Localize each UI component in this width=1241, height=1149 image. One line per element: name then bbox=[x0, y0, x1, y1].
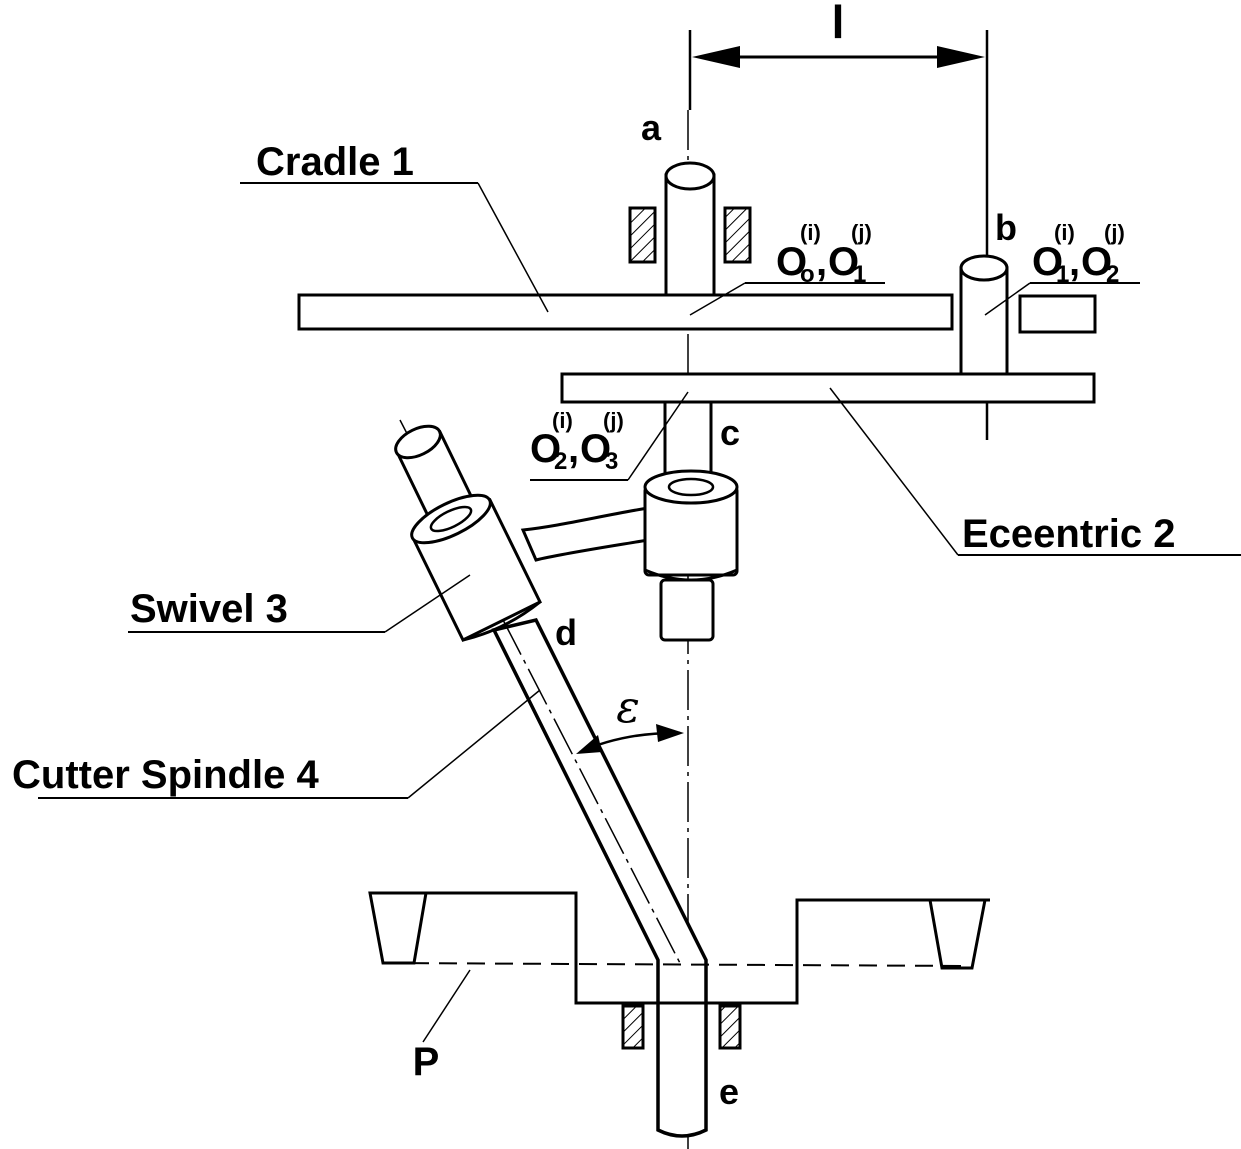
bearing-e-right bbox=[718, 1004, 742, 1050]
svg-text:(i): (i) bbox=[1054, 220, 1075, 245]
point-o2-o3: O 2 (i) , O 3 (j) bbox=[530, 391, 689, 481]
svg-text:(j): (j) bbox=[1104, 220, 1125, 245]
svg-text:O: O bbox=[1081, 240, 1112, 284]
plane-p-line bbox=[382, 962, 973, 967]
svg-text:3: 3 bbox=[605, 448, 618, 475]
cradle-label: Cradle 1 bbox=[256, 140, 414, 184]
cutter-blade-right bbox=[928, 898, 987, 970]
shaft-c: c bbox=[663, 400, 740, 482]
axis-e-label: e bbox=[719, 1071, 739, 1112]
point-o0-o1: O o (i) , O 1 (j) bbox=[689, 220, 885, 316]
svg-text:1: 1 bbox=[853, 261, 866, 288]
cradle-housing-right bbox=[1018, 294, 1097, 334]
svg-text:,: , bbox=[568, 427, 579, 471]
dimension-label: l bbox=[832, 0, 845, 48]
bearing-a-right bbox=[723, 206, 752, 264]
svg-text:,: , bbox=[1069, 240, 1080, 284]
swivel-bearing-vertical bbox=[643, 469, 739, 642]
svg-text:o: o bbox=[800, 261, 815, 288]
angle-label: ε bbox=[616, 682, 640, 733]
svg-text:(i): (i) bbox=[552, 408, 573, 433]
cutter-blade-left bbox=[368, 891, 428, 965]
svg-text:,: , bbox=[816, 240, 827, 284]
svg-text:O: O bbox=[1032, 240, 1063, 284]
svg-text:O: O bbox=[776, 240, 807, 284]
svg-text:O: O bbox=[530, 427, 561, 471]
svg-text:O: O bbox=[580, 427, 611, 471]
svg-text:(j): (j) bbox=[603, 408, 624, 433]
svg-text:(i): (i) bbox=[800, 220, 821, 245]
axis-b-label: b bbox=[995, 207, 1017, 248]
angle-epsilon: ε bbox=[576, 682, 684, 754]
cutter-spindle-label-group: Cutter Spindle 4 bbox=[12, 689, 541, 799]
eccentric-2: Eceentric 2 bbox=[560, 372, 1241, 556]
bearing-a-left bbox=[628, 206, 657, 264]
swivel-3: Swivel 3 bbox=[128, 493, 543, 643]
svg-text:2: 2 bbox=[554, 448, 567, 475]
bearing-e-left bbox=[621, 1004, 645, 1050]
cradle-1: Cradle 1 bbox=[240, 140, 1097, 334]
shaft-a: a bbox=[628, 107, 752, 297]
point-o1-o2: O 1 (i) , O 2 (j) bbox=[984, 220, 1140, 316]
plane-label: P bbox=[413, 1040, 440, 1084]
swivel-label: Swivel 3 bbox=[130, 587, 288, 631]
swivel-arm bbox=[520, 506, 650, 562]
svg-text:1: 1 bbox=[1056, 261, 1069, 288]
eccentric-label: Eceentric 2 bbox=[962, 512, 1175, 556]
cutter-spindle-label: Cutter Spindle 4 bbox=[12, 753, 319, 797]
spindle-upper-shaft bbox=[394, 424, 476, 522]
shaft-b: b bbox=[959, 207, 1017, 376]
svg-text:(j): (j) bbox=[851, 220, 872, 245]
plane-p: P bbox=[382, 962, 973, 1084]
axis-d-label: d bbox=[555, 612, 577, 653]
svg-text:2: 2 bbox=[1106, 261, 1119, 288]
cutter-head bbox=[368, 891, 990, 1050]
dimension-arrow-left bbox=[692, 46, 740, 68]
axis-c-label: c bbox=[720, 412, 740, 453]
axis-a-label: a bbox=[641, 107, 662, 148]
dimension-arrow-right bbox=[937, 46, 985, 68]
svg-text:O: O bbox=[828, 240, 859, 284]
